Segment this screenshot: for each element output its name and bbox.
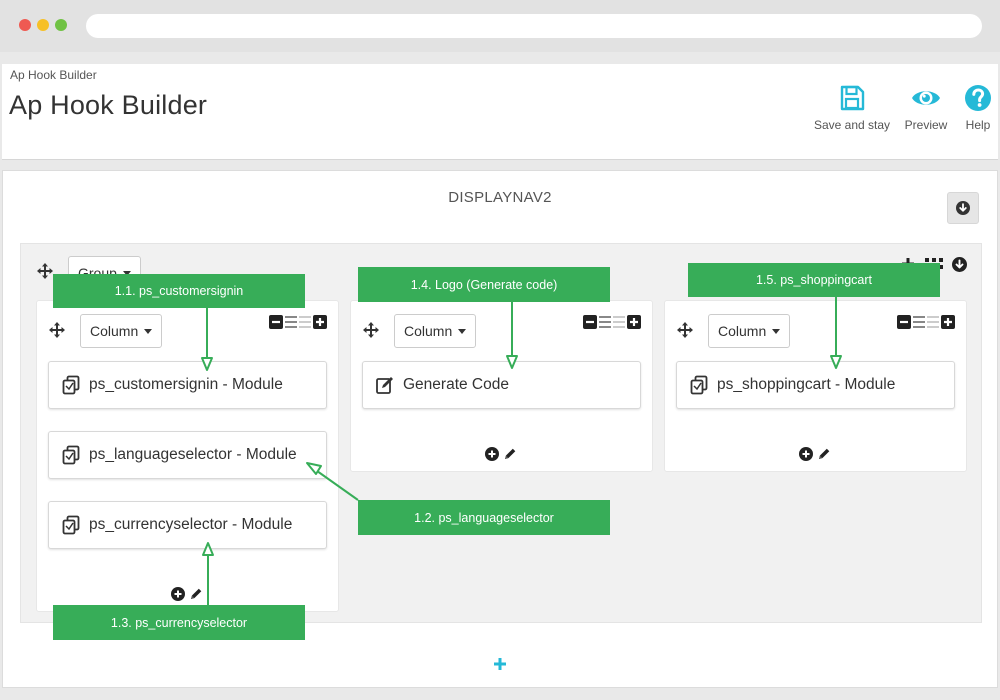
column-width-tools <box>897 315 955 329</box>
column-dropdown[interactable]: Column <box>708 314 791 348</box>
add-group-plus-icon[interactable] <box>492 656 508 672</box>
column-width-tools <box>583 315 641 329</box>
widget-label: ps_languageselector - Module <box>89 446 297 463</box>
eye-icon <box>912 91 940 105</box>
minimize-window-dot[interactable] <box>37 19 49 31</box>
column-3: Column ps_shoppingcart - Module <box>664 300 967 472</box>
minus-square-icon[interactable] <box>583 315 597 329</box>
save-label: Save and stay <box>813 118 891 132</box>
help-button[interactable]: Help <box>960 84 996 132</box>
column-dropdown[interactable]: Column <box>80 314 163 348</box>
callout-1-4: 1.4. Logo (Generate code) <box>358 267 610 302</box>
maximize-window-dot[interactable] <box>55 19 67 31</box>
page-title: Ap Hook Builder <box>9 90 208 120</box>
edit-pencil-icon[interactable] <box>503 447 517 461</box>
plus-square-icon[interactable] <box>313 315 327 329</box>
widget-label: Generate Code <box>403 376 509 393</box>
edit-pencil-icon[interactable] <box>817 447 831 461</box>
preview-label: Preview <box>904 118 948 132</box>
column-dropdown[interactable]: Column <box>394 314 477 348</box>
caret-down-icon <box>144 328 153 334</box>
module-copy-icon <box>62 375 80 395</box>
minus-square-icon[interactable] <box>897 315 911 329</box>
group-options-icon[interactable] <box>952 257 967 272</box>
widget-currencyselector[interactable]: ps_currencyselector - Module <box>48 501 327 549</box>
preview-button[interactable]: Preview <box>900 84 952 132</box>
floppy-disk-icon <box>840 85 865 111</box>
column-width-icon <box>599 316 625 328</box>
widget-label: ps_currencyselector - Module <box>89 516 293 533</box>
column-width-icon <box>913 316 939 328</box>
edit-pencil-icon[interactable] <box>189 587 203 601</box>
column-2: Column Generate Code <box>350 300 653 472</box>
add-widget-icon[interactable] <box>799 447 813 461</box>
help-label: Help <box>965 118 991 132</box>
plus-square-icon[interactable] <box>941 315 955 329</box>
callout-1-2: 1.2. ps_languageselector <box>358 500 610 535</box>
column-label: Column <box>90 323 139 339</box>
browser-chrome <box>0 0 1000 52</box>
module-copy-icon <box>690 375 708 395</box>
question-circle-icon <box>965 85 991 111</box>
column-label: Column <box>718 323 767 339</box>
edit-icon <box>376 377 393 394</box>
widget-customersignin[interactable]: ps_customersignin - Module <box>48 361 327 409</box>
widget-label: ps_shoppingcart - Module <box>717 376 896 393</box>
collapse-hook-button[interactable] <box>947 192 979 224</box>
column-actions <box>485 447 517 461</box>
caret-down-icon <box>458 328 467 334</box>
caret-down-icon <box>772 328 781 334</box>
module-copy-icon <box>62 445 80 465</box>
column-label: Column <box>404 323 453 339</box>
widget-shoppingcart[interactable]: ps_shoppingcart - Module <box>676 361 955 409</box>
add-widget-icon[interactable] <box>171 587 185 601</box>
module-copy-icon <box>62 515 80 535</box>
plus-square-icon[interactable] <box>627 315 641 329</box>
widget-label: ps_customersignin - Module <box>89 376 283 393</box>
callout-1-5: 1.5. ps_shoppingcart <box>688 263 940 297</box>
page-header: Ap Hook Builder Ap Hook Builder Save and… <box>2 64 998 160</box>
move-group-icon[interactable] <box>36 262 54 280</box>
callout-1-3: 1.3. ps_currencyselector <box>53 605 305 640</box>
column-actions <box>171 587 203 601</box>
add-widget-icon[interactable] <box>485 447 499 461</box>
caret-down-icon <box>122 270 131 276</box>
widget-generate-code[interactable]: Generate Code <box>362 361 641 409</box>
save-and-stay-button[interactable]: Save and stay <box>810 84 894 132</box>
move-column-icon[interactable] <box>362 321 380 339</box>
minus-square-icon[interactable] <box>269 315 283 329</box>
move-column-icon[interactable] <box>676 321 694 339</box>
column-actions <box>799 447 831 461</box>
close-window-dot[interactable] <box>19 19 31 31</box>
move-column-icon[interactable] <box>48 321 66 339</box>
column-width-icon <box>285 316 311 328</box>
column-width-tools <box>269 315 327 329</box>
callout-1-1: 1.1. ps_customersignin <box>53 274 305 308</box>
hook-title: DISPLAYNAV2 <box>448 189 552 206</box>
widget-languageselector[interactable]: ps_languageselector - Module <box>48 431 327 479</box>
column-1: Column ps_customersignin - Module ps_lan… <box>36 300 339 612</box>
address-bar[interactable] <box>86 14 982 38</box>
arrow-down-circle-icon <box>956 201 970 215</box>
breadcrumb[interactable]: Ap Hook Builder <box>10 68 97 82</box>
